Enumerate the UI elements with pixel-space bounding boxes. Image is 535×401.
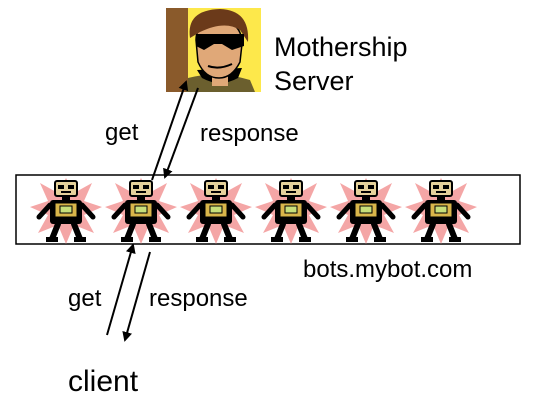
server-label-line1: Mothership [274,32,408,62]
get-arrow-to-farm [106,243,136,336]
response-arrow-to-client [122,251,151,342]
response-arrow-to-farm [163,87,199,179]
server-label-line2: Server [274,66,354,96]
farm-domain-label: bots.mybot.com [303,256,473,283]
client-label: client [68,365,139,398]
response-label-lower: response [149,285,248,312]
get-label-lower: get [68,285,102,312]
server-label: Mothership Server [274,30,408,98]
get-arrow-to-server [151,80,189,181]
get-label-upper: get [105,119,139,146]
mothership-server-icon [166,8,261,92]
response-label-upper: response [200,120,299,147]
